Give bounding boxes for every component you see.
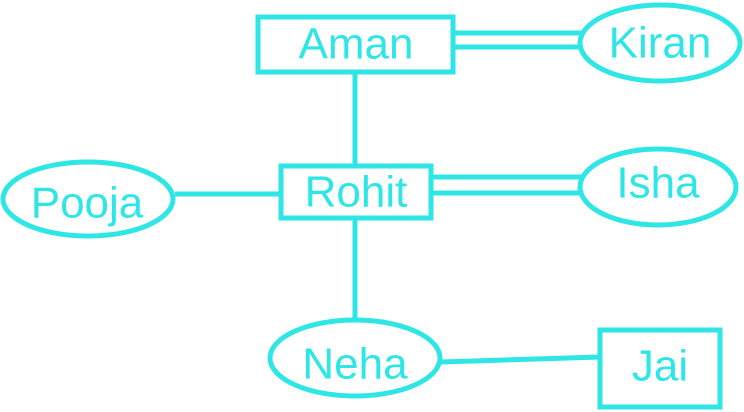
node-neha-ellipse <box>267 317 443 399</box>
node-neha-label: Neha <box>302 340 408 389</box>
node-kiran-ellipse <box>577 2 743 84</box>
node-neha: Neha <box>267 317 443 399</box>
edge-neha-jai <box>440 354 601 365</box>
node-rohit-label: Rohit <box>305 168 408 217</box>
node-jai-box <box>597 327 723 410</box>
node-kiran: Kiran <box>577 2 743 84</box>
node-pooja-label: Pooja <box>31 179 144 228</box>
node-jai: Jai <box>597 327 723 410</box>
node-rohit-box <box>278 163 434 221</box>
node-isha: Isha <box>577 146 739 228</box>
node-rohit: Rohit <box>278 163 434 221</box>
node-kiran-label: Kiran <box>609 19 712 68</box>
node-pooja: Pooja <box>0 159 176 239</box>
edges <box>175 30 601 365</box>
node-aman-label: Aman <box>299 20 414 69</box>
node-isha-ellipse <box>577 146 739 228</box>
node-pooja-ellipse <box>0 159 176 239</box>
node-aman: Aman <box>255 14 456 75</box>
node-jai-label: Jai <box>632 342 688 391</box>
node-isha-label: Isha <box>616 159 700 208</box>
node-aman-box <box>255 14 456 75</box>
